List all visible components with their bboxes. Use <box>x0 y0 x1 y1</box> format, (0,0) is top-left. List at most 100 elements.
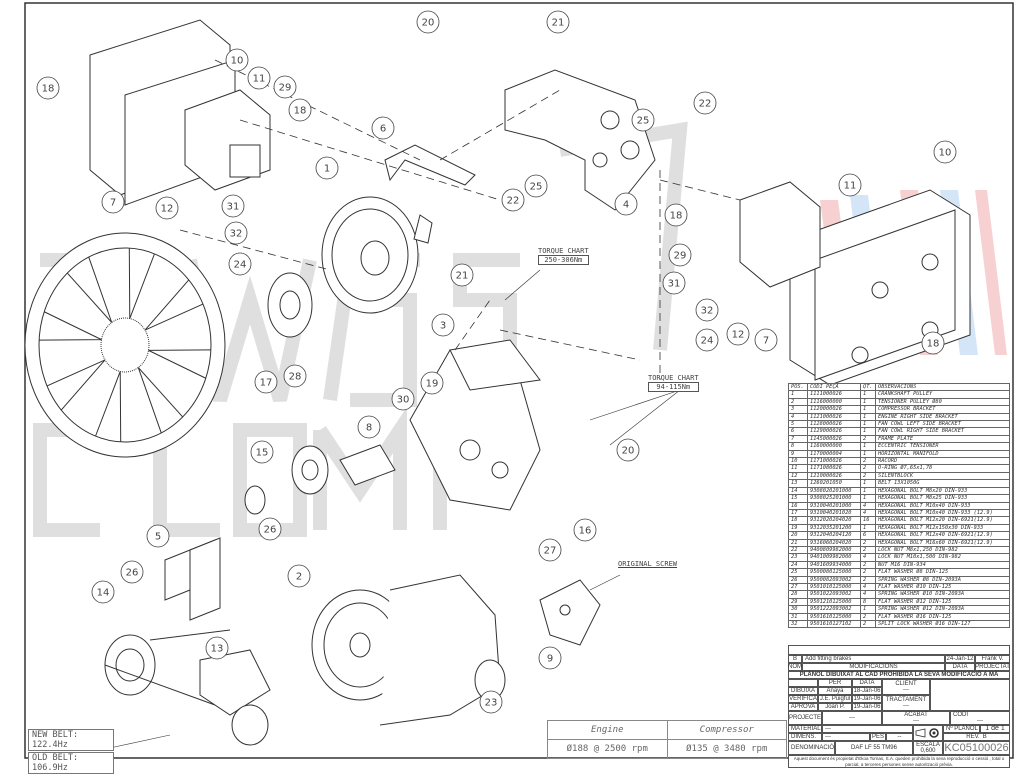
callout-26: 26 <box>258 517 282 541</box>
part-qty: 2 <box>860 434 876 444</box>
callout-circle <box>726 322 750 346</box>
part-observation: FAN COWL LEFT SIDE BRACKET <box>875 420 1010 429</box>
callout-circle <box>524 174 548 198</box>
callout-circle <box>288 98 312 122</box>
old-belt-frequency: OLD BELT: 106.9Hz <box>28 752 114 774</box>
callout-circle <box>391 387 415 411</box>
part-pos: 7 <box>788 434 808 444</box>
part-code: 9312020204020 <box>807 516 861 525</box>
part-qty: 4 <box>860 582 876 592</box>
rev-label: REV. <box>966 733 980 740</box>
callout-circle <box>225 48 249 72</box>
part-observation: FRAME PLATE <box>875 434 1010 444</box>
part-observation: HEXAGONAL BOLT M12x20 DIN-6921(12.9) <box>875 516 1010 525</box>
callout-circle <box>283 364 307 388</box>
callout-12: 12 <box>155 196 179 220</box>
compressor-bracket <box>409 339 541 511</box>
acabat-value: --- <box>913 718 919 724</box>
compressor <box>311 574 506 726</box>
engine-header: Engine <box>547 720 668 740</box>
callout-8: 8 <box>357 415 381 439</box>
aprova-label: APROVA <box>788 703 818 711</box>
part-qty: 1 <box>860 397 876 407</box>
callout-31: 31 <box>221 194 245 218</box>
part-pos: 20 <box>788 531 808 540</box>
part-qty: 2 <box>860 619 876 629</box>
part-code: 1121000026 <box>807 412 861 422</box>
callout-circle <box>668 243 692 267</box>
callout-number: 10 <box>939 148 952 159</box>
pes-value: -- <box>886 733 913 741</box>
part-pos: 21 <box>788 538 808 547</box>
callout-number: 21 <box>456 271 469 282</box>
callout-31: 31 <box>662 271 686 295</box>
callout-circle <box>287 564 311 588</box>
part-pos: 12 <box>788 471 808 481</box>
callout-24: 24 <box>228 252 252 276</box>
callout-11: 11 <box>838 173 862 197</box>
col-pos: POS. <box>788 382 808 392</box>
horizontal-manifold <box>539 579 601 646</box>
part-code: 1210000026 <box>807 471 861 481</box>
callout-number: 2 <box>296 572 302 583</box>
part-code: 9312040204120 <box>807 531 861 540</box>
callout-30: 30 <box>391 387 415 411</box>
right-frame-plate <box>739 181 971 386</box>
callout-circle <box>224 221 248 245</box>
part-qty: 1 <box>860 390 876 399</box>
part-observation: HEXAGONAL BOLT M10x40 DIN-933 <box>875 501 1010 510</box>
material-value: --- <box>822 725 913 733</box>
part-pos: 1 <box>788 390 808 399</box>
fan-spoke <box>46 359 106 411</box>
part-observation: SPRING WASHER Ø12 DIN-2093A <box>875 605 1010 614</box>
callout-number: 14 <box>97 588 110 599</box>
projection-symbol-icon <box>913 725 943 741</box>
empty-revision-rows <box>788 645 1010 655</box>
date-header: DATA <box>852 679 882 687</box>
part-observation: SPRING WASHER Ø10 DIN-2093A <box>875 590 1010 599</box>
part-observation: HEXAGONAL BOLT M8x25 DIN-933 <box>875 494 1010 503</box>
codi-label: CODI <box>953 711 968 718</box>
callout-number: 10 <box>231 56 244 67</box>
col-observations: OBSERVACIONS <box>875 382 1010 392</box>
torque-chart-2-value: 94-115Nm <box>648 382 699 392</box>
part-pos: 32 <box>788 619 808 629</box>
part-observation: FLAT WASHER Ø8 DIN-125 <box>875 568 1010 577</box>
part-code: 1129000026 <box>807 427 861 436</box>
callout-circle <box>754 328 778 352</box>
part-qty: 1 <box>860 494 876 503</box>
callout-circle <box>155 196 179 220</box>
part-code: 1145000026 <box>807 434 861 444</box>
part-qty: 4 <box>860 590 876 599</box>
denominacio-value: DAF LF 55 TM96 <box>835 741 913 755</box>
part-observation: NUT M16 DIN-934 <box>875 560 1010 570</box>
dibuixa-label: DIBUIXA <box>788 687 818 695</box>
callout-18: 18 <box>36 76 60 100</box>
part-code: 9500082093002 <box>807 575 861 584</box>
callout-number: 27 <box>544 546 557 557</box>
callout-23: 23 <box>479 690 503 714</box>
tractament-value: --- <box>903 703 909 709</box>
callout-circle <box>450 263 474 287</box>
callout-number: 18 <box>927 339 940 350</box>
part-observation: ENGINE RIGHT SIDE BRACKET <box>875 412 1010 422</box>
callout-20: 20 <box>616 438 640 462</box>
callout-number: 12 <box>732 330 745 341</box>
part-pos: 13 <box>788 479 808 488</box>
part-code: 9501610127102 <box>807 619 861 629</box>
callout-circle <box>695 328 719 352</box>
rev-header-modifications: MODIFICACIONS <box>802 663 945 671</box>
part-pos: 14 <box>788 486 808 496</box>
callout-number: 29 <box>279 83 292 94</box>
material-label: MATERIAL <box>788 725 822 733</box>
callout-number: 7 <box>110 198 116 209</box>
callout-2: 2 <box>287 564 311 588</box>
